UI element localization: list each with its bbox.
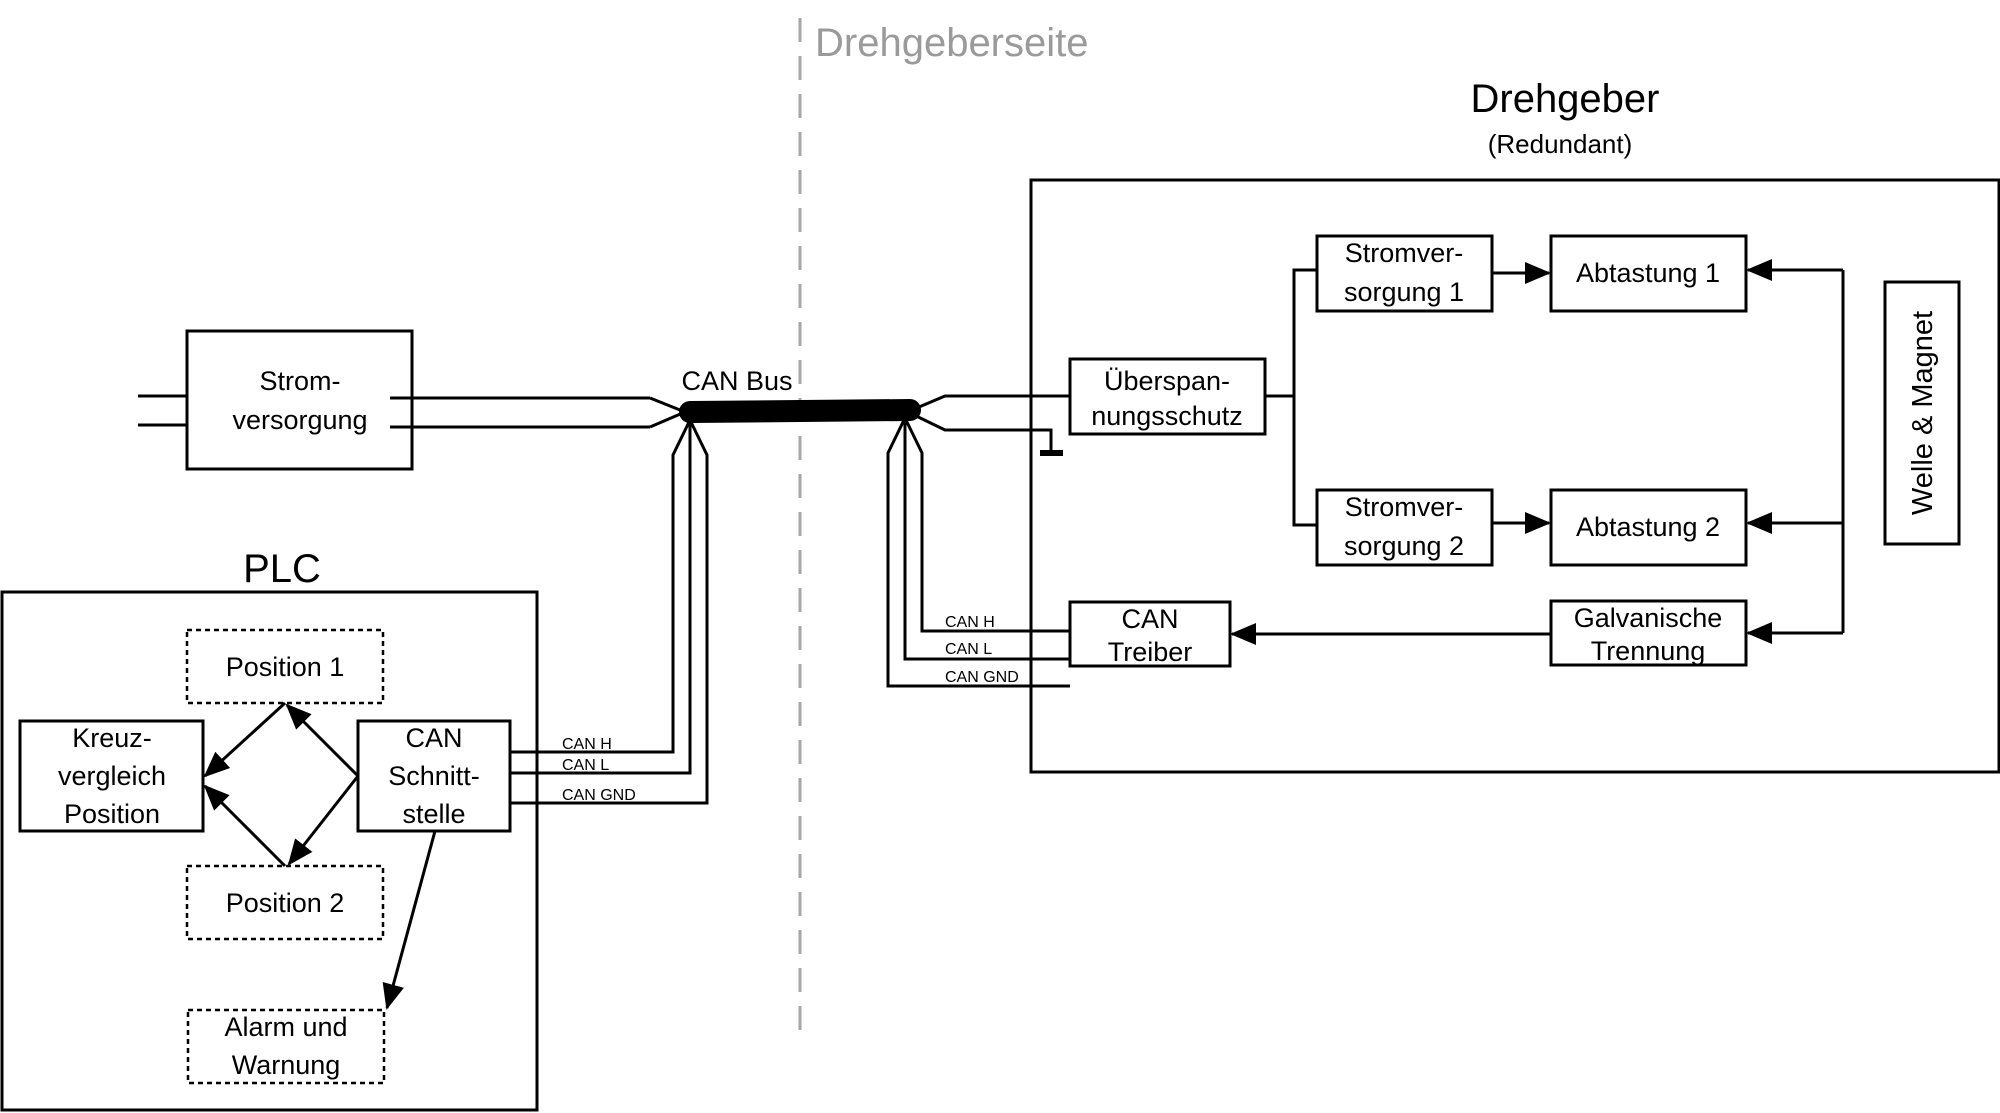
surge-line2: nungsschutz (1091, 401, 1243, 431)
isolation-line2: Trennung (1591, 636, 1706, 666)
power-supply-block: Strom- versorgung (138, 329, 650, 471)
scan2-label: Abtastung 2 (1576, 512, 1720, 542)
position2-label: Position 2 (226, 888, 345, 918)
plc-block: PLC Position 1 Position 2 Kreuz- verglei… (0, 547, 636, 1112)
scan2-box (1549, 488, 1748, 567)
psu1-line2: sorgung 1 (1344, 277, 1464, 307)
shaft-magnet-box (1883, 280, 1961, 546)
shaft-magnet-label: Welle & Magnet (1907, 311, 1939, 515)
power-supply-line2: versorgung (232, 405, 367, 435)
isolation-line1: Galvanische (1574, 603, 1723, 633)
power-supply-line1: Strom- (260, 366, 341, 396)
arrow-pos2-to-compare (203, 784, 287, 868)
cross-compare-box (18, 719, 205, 833)
position2-box (185, 864, 385, 941)
plc-title: PLC (243, 547, 321, 591)
arrow-can-to-pos1 (285, 703, 360, 778)
cross-compare-line3: Position (64, 799, 160, 829)
position1-box (185, 628, 385, 705)
plc-wire-can-h: CAN H (562, 736, 612, 753)
scan1-label: Abtastung 1 (1576, 258, 1720, 288)
alarm-line2: Warnung (232, 1050, 341, 1080)
psu2-line2: sorgung 2 (1344, 531, 1464, 561)
encoder-title: Drehgeber (1470, 77, 1659, 121)
alarm-box (186, 1008, 386, 1085)
arrow-can-to-pos2 (287, 775, 360, 866)
scan1-box (1549, 234, 1748, 313)
arrow-can-to-alarm (382, 830, 437, 1010)
cross-compare-line2: vergleich (58, 761, 166, 791)
psu2-box (1315, 488, 1494, 567)
surge-line1: Überspan- (1104, 366, 1230, 396)
side-label: Drehgeberseite (815, 21, 1089, 65)
can-driver-line1: CAN (1121, 604, 1178, 634)
cross-compare-line1: Kreuz- (72, 723, 152, 753)
position1-label: Position 1 (226, 652, 345, 682)
arrow-pos1-to-compare (203, 701, 287, 778)
can-bus: CAN Bus (510, 366, 1070, 805)
isolation-box (1549, 599, 1748, 667)
enc-wire-can-gnd: CAN GND (945, 669, 1019, 686)
psu2-line1: Stromver- (1345, 492, 1464, 522)
can-interface-line2: Schnitt- (388, 761, 480, 791)
can-bus-label: CAN Bus (681, 366, 792, 396)
can-driver-line2: Treiber (1108, 637, 1193, 667)
alarm-line1: Alarm und (224, 1012, 347, 1042)
encoder-subtitle: (Redundant) (1488, 129, 1633, 159)
can-interface-line1: CAN (405, 723, 462, 753)
psu1-line1: Stromver- (1345, 238, 1464, 268)
encoder-block: Drehgeber (Redundant) Überspan- nungssch… (945, 77, 2000, 774)
enc-wire-can-h: CAN H (945, 614, 995, 631)
enc-wire-can-l: CAN L (945, 641, 992, 658)
plc-wire-can-gnd: CAN GND (562, 787, 636, 804)
can-interface-line3: stelle (402, 799, 465, 829)
plc-wire-can-l: CAN L (562, 757, 609, 774)
surge-protection-box (1068, 357, 1267, 436)
